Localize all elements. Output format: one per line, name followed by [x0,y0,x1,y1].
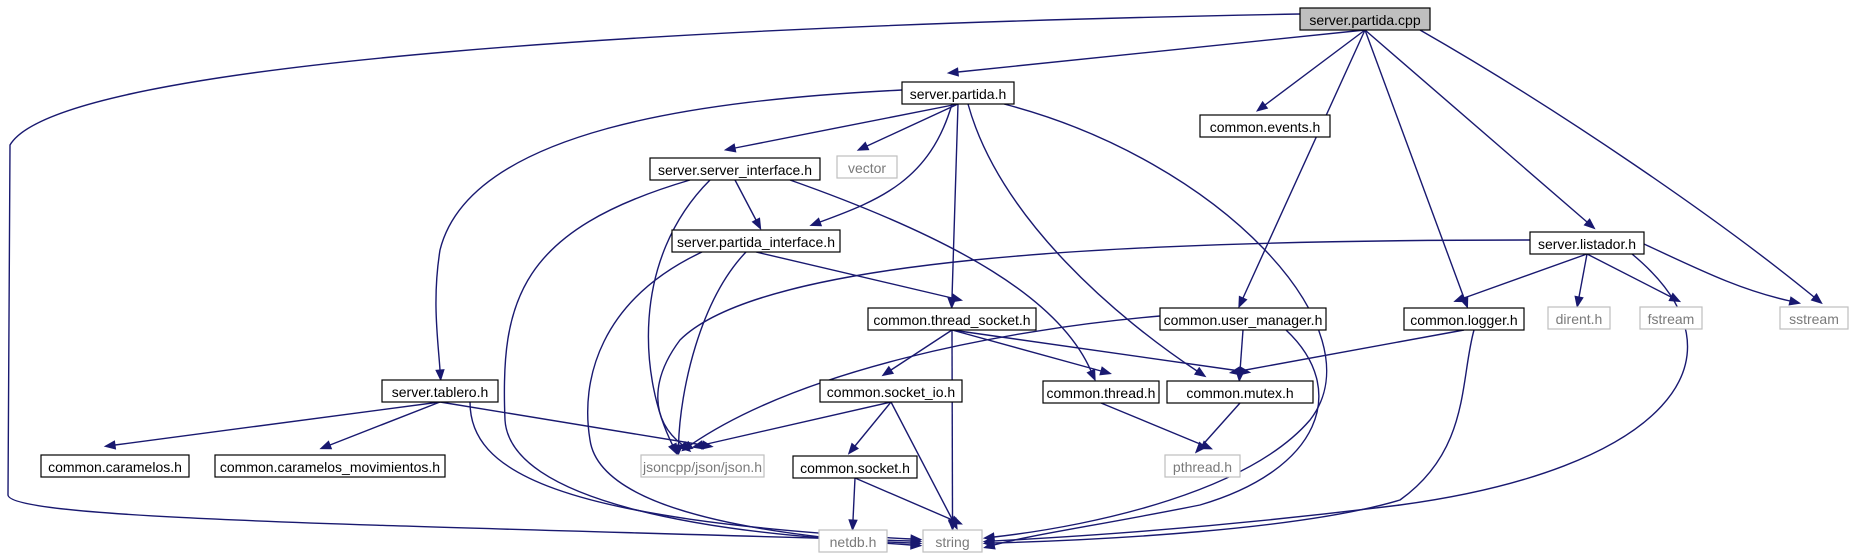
node-sstream: sstream [1779,306,1849,330]
node-label: server.tablero.h [392,384,489,400]
node-label: string [935,534,969,550]
node-label: jsoncpp/json/json.h [642,459,762,475]
node-label: common.thread_socket.h [873,312,1030,328]
node-label: common.socket_io.h [827,384,955,400]
edge-root-to-logger_h [1364,29,1469,309]
node-partida-h[interactable]: server.partida.h [901,81,1015,105]
node-fstream: fstream [1639,306,1703,330]
edge-partida_interface_h-to-string [587,251,923,550]
node-label: common.events.h [1210,119,1321,135]
node-user-manager-h[interactable]: common.user_manager.h [1159,307,1327,331]
node-label: sstream [1789,311,1839,327]
edge-partida_h-to-thread_socket_h [947,103,959,310]
edge-user_manager_h-to-string [983,329,1320,550]
node-partida-interface-h[interactable]: server.partida_interface.h [671,229,841,253]
edge-listador_h-to-fstream [1586,253,1682,303]
node-tablero-h[interactable]: server.tablero.h [381,379,499,403]
node-caramelos-h[interactable]: common.caramelos.h [40,454,190,478]
node-caramelos-mov-h[interactable]: common.caramelos_movimientos.h [214,454,446,478]
node-dirent-h: dirent.h [1547,306,1611,330]
node-vector: vector [836,155,898,179]
node-label: server.partida.h [910,86,1007,102]
edge-root-to-user_manager_h [1238,29,1366,309]
edge-root-to-partida_h [946,29,1366,77]
node-label: common.caramelos_movimientos.h [220,459,440,475]
edge-logger_h-to-mutex_h [1228,329,1465,376]
node-pthread-h: pthread.h [1164,454,1241,478]
node-thread-h[interactable]: common.thread.h [1042,380,1160,404]
node-root[interactable]: server.partida.cpp [1299,7,1431,31]
node-label: server.listador.h [1538,236,1636,252]
node-label: server.partida.cpp [1309,12,1420,28]
edge-tablero_h-to-string [469,401,923,544]
edge-partida_interface_h-to-thread_socket_h [755,251,964,303]
node-label: netdb.h [830,534,877,550]
edge-root-to-sstream [1419,29,1823,305]
edge-user_manager_h-to-json_h [681,315,1161,452]
edge-root-to-events_h [1255,29,1366,112]
edge-thread_h-to-pthread_h [1100,402,1213,450]
edge-tablero_h-to-caramelos_mov_h [319,401,441,450]
edge-listador_h-to-sstream [1643,243,1802,306]
node-label: fstream [1648,311,1695,327]
edge-logger_h-to-string [982,329,1475,548]
node-label: dirent.h [1556,311,1603,327]
edge-root-to-listador_h [1364,29,1596,230]
edge-listador_h-to-dirent_h [1574,253,1588,309]
node-label: server.server_interface.h [658,162,812,178]
node-label: vector [848,160,886,176]
edge-listador_h-to-json_h [657,239,1531,453]
edge-thread_socket_h-to-mutex_h [951,329,1252,376]
edge-socket_io_h-to-socket_h [847,401,892,455]
node-string: string [922,529,983,553]
edge-server_interface_h-to-thread_h [789,179,1096,382]
edge-server_interface_h-to-partida_interface_h [734,179,762,231]
node-listador-h[interactable]: server.listador.h [1529,231,1645,255]
edge-partida_h-to-vector [856,103,959,151]
edge-server_interface_h-to-json_h [647,179,711,456]
edges-layer [7,13,1823,550]
node-label: common.user_manager.h [1164,312,1323,328]
edge-thread_socket_h-to-thread_h [951,329,1112,376]
edge-tablero_h-to-caramelos_h [103,401,441,450]
node-label: common.logger.h [1410,312,1517,328]
edge-partida_h-to-mutex_h [967,103,1207,378]
edge-listador_h-to-logger_h [1453,253,1588,303]
edge-partida_h-to-partida_interface_h [809,103,953,227]
node-json-h: jsoncpp/json/json.h [640,454,765,478]
node-thread-socket-h[interactable]: common.thread_socket.h [867,307,1037,331]
node-label: common.mutex.h [1186,385,1293,401]
node-events-h[interactable]: common.events.h [1199,114,1331,138]
node-label: pthread.h [1173,459,1232,475]
edge-mutex_h-to-pthread_h [1194,402,1241,454]
edge-socket_h-to-string [854,477,963,525]
nodes-layer: server.partida.cpp server.partida.h common… [40,7,1849,553]
edge-thread_socket_h-to-string [947,329,958,532]
node-socket-h[interactable]: common.socket.h [792,455,918,479]
node-label: common.thread.h [1047,385,1156,401]
node-label: common.caramelos.h [48,459,182,475]
node-netdb-h: netdb.h [818,529,888,553]
edge-partida_h-to-tablero_h [435,89,903,382]
node-mutex-h[interactable]: common.mutex.h [1166,380,1314,404]
edge-socket_h-to-netdb_h [848,477,858,532]
edge-thread_socket_h-to-socket_io_h [881,329,953,377]
edge-socket_io_h-to-json_h [691,401,892,450]
node-logger-h[interactable]: common.logger.h [1403,307,1525,331]
node-label: server.partida_interface.h [677,234,835,250]
node-label: common.socket.h [800,460,910,476]
node-socket-io-h[interactable]: common.socket_io.h [819,379,963,403]
edge-partida_interface_h-to-json_h [673,251,747,457]
edge-partida_h-to-server_interface_h [723,103,959,153]
node-server-interface-h[interactable]: server.server_interface.h [649,157,821,181]
